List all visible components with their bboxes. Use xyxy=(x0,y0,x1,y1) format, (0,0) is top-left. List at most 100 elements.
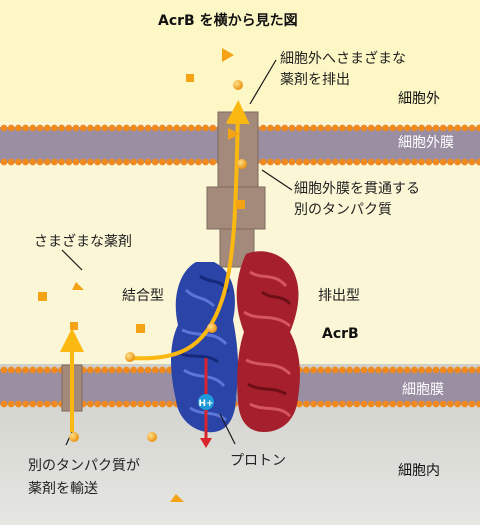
lipid-head xyxy=(439,366,447,374)
lipid-head xyxy=(295,400,303,408)
lipid-head xyxy=(389,158,397,166)
lipid-head xyxy=(36,366,44,374)
proton-circle xyxy=(198,394,214,410)
lipid-head xyxy=(432,366,440,374)
lipid-head xyxy=(259,124,267,132)
lipid-head xyxy=(43,400,51,408)
lipid-head xyxy=(58,124,65,132)
lipid-head xyxy=(51,366,58,374)
lipid-head xyxy=(130,400,138,408)
lipid-head xyxy=(396,366,404,374)
inner-membrane-label: 細胞膜 xyxy=(402,382,444,398)
lipid-head xyxy=(130,366,138,374)
lipid-head xyxy=(403,124,411,132)
lipid-head xyxy=(475,400,480,408)
lipid-head xyxy=(195,124,202,132)
lipid-head xyxy=(101,400,109,408)
lipid-head xyxy=(187,158,195,166)
lipid-head xyxy=(51,124,58,132)
lipid-head xyxy=(0,158,8,166)
lipid-head xyxy=(202,158,210,166)
lipid-head xyxy=(403,158,411,166)
lipid-head xyxy=(29,158,37,166)
lipid-head xyxy=(353,400,361,408)
lipid-head xyxy=(94,124,101,132)
lipid-head xyxy=(159,158,166,166)
extrusion-form-label: 排出型 xyxy=(318,288,360,304)
drug-ball xyxy=(233,80,243,90)
lipid-head xyxy=(324,158,332,166)
lipid-head xyxy=(425,366,433,374)
lipid-head xyxy=(151,158,159,166)
lipid-head xyxy=(195,158,202,166)
lipid-head xyxy=(159,366,166,374)
lipid-head xyxy=(303,158,310,166)
extracellular-label: 細胞外 xyxy=(398,91,440,107)
lipid-head xyxy=(389,124,397,132)
lipid-head xyxy=(432,158,440,166)
lipid-head xyxy=(396,400,404,408)
lipid-head xyxy=(447,400,454,408)
lipid-head xyxy=(353,158,361,166)
lipid-head xyxy=(303,124,310,132)
lipid-head xyxy=(7,400,15,408)
lipid-head xyxy=(411,400,418,408)
lipid-head xyxy=(101,158,109,166)
lipid-head xyxy=(447,124,454,132)
lipid-head xyxy=(331,366,339,374)
lipid-head xyxy=(339,124,346,132)
lipid-head xyxy=(411,158,418,166)
lipid-head xyxy=(432,400,440,408)
lipid-head xyxy=(353,366,361,374)
lipid-head xyxy=(447,366,454,374)
lipid-head xyxy=(22,124,29,132)
efflux-arrow xyxy=(129,100,250,361)
drug-ball xyxy=(147,432,157,442)
lipid-head xyxy=(317,124,325,132)
proton-symbol: H+ xyxy=(198,399,213,409)
lipid-head xyxy=(454,158,461,166)
lipid-head xyxy=(144,400,152,408)
lipid-head xyxy=(382,158,389,166)
lipid-head xyxy=(123,366,130,374)
drug-ball xyxy=(237,159,247,169)
lipid-head xyxy=(425,400,433,408)
lipid-head xyxy=(144,124,152,132)
lipid-head xyxy=(324,366,332,374)
lipid-head xyxy=(468,400,476,408)
lipid-head xyxy=(432,124,440,132)
lipid-head xyxy=(375,400,382,408)
drugs-out-label-2: 薬剤を排出 xyxy=(280,72,350,88)
lipid-head xyxy=(461,400,469,408)
lipid-head xyxy=(295,158,303,166)
lipid-head xyxy=(108,158,116,166)
lipid-head xyxy=(339,158,346,166)
lipid-head xyxy=(79,158,87,166)
lipid-head xyxy=(439,400,447,408)
lipid-head xyxy=(137,400,145,408)
lipid-head xyxy=(15,124,22,132)
lipid-head xyxy=(0,400,8,408)
lipid-head xyxy=(303,400,310,408)
lipid-head xyxy=(115,366,123,374)
drug-triangle xyxy=(222,48,234,62)
lipid-head xyxy=(461,366,469,374)
lipid-head xyxy=(7,366,15,374)
drugs-out-label-1: 細胞外へさまざまな xyxy=(280,51,406,67)
lipid-head xyxy=(267,124,274,132)
lipid-head xyxy=(461,124,469,132)
lipid-head xyxy=(94,400,101,408)
drug-cube xyxy=(236,200,245,209)
lipid-head xyxy=(281,158,289,166)
lipid-head xyxy=(7,124,15,132)
lipid-head xyxy=(166,400,174,408)
various-drugs-label: さまざまな薬剤 xyxy=(34,234,132,250)
lipid-head xyxy=(454,366,461,374)
lipid-head xyxy=(468,124,476,132)
leader-lines xyxy=(61,59,293,446)
cytoplasm-label: 細胞内 xyxy=(398,463,440,479)
lipid-head xyxy=(166,124,174,132)
lipid-head xyxy=(209,124,217,132)
lipid-head xyxy=(209,158,217,166)
lipid-head xyxy=(159,124,166,132)
